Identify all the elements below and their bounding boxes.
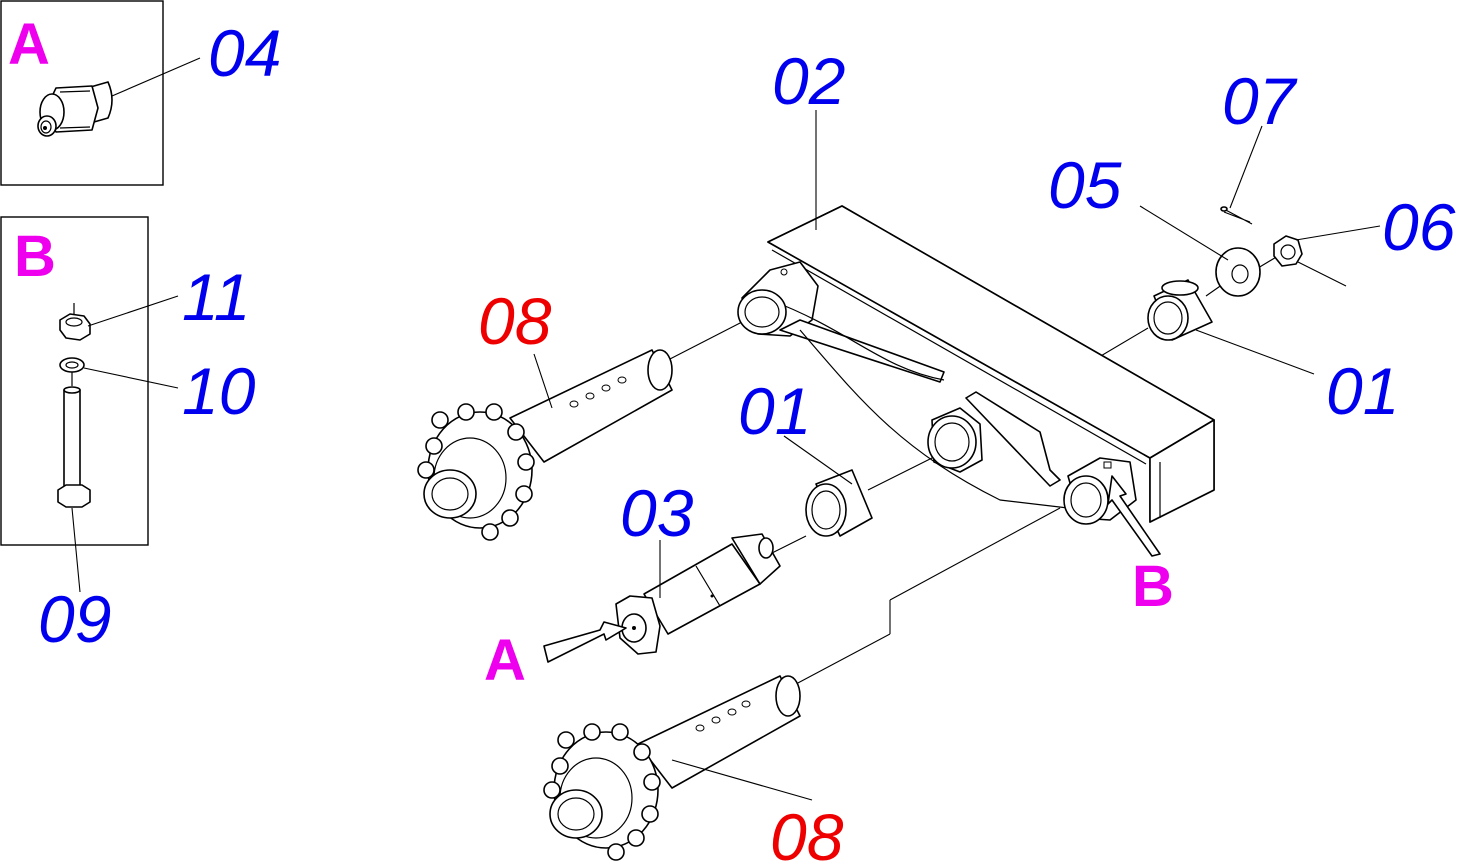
- view-label-b: B: [1132, 554, 1174, 619]
- beam-part-02: [737, 110, 1215, 525]
- part-number-01-center: 01: [738, 374, 811, 448]
- part-number-07: 07: [1222, 64, 1298, 138]
- part-number-08-upper: 08: [478, 284, 552, 358]
- part-number-11: 11: [182, 260, 251, 334]
- spindle-part-03: [615, 533, 781, 655]
- assembly-lines: [667, 255, 1347, 685]
- part-number-03: 03: [620, 476, 694, 550]
- part-number-02: 02: [772, 44, 845, 118]
- view-arrow-b: [1107, 475, 1161, 557]
- detail-box-a: A 04: [0, 0, 281, 186]
- detail-letter-a: A: [8, 12, 50, 77]
- cotter-pin-part-07: [1220, 125, 1263, 225]
- part-number-04: 04: [208, 16, 281, 90]
- view-arrow-a: [543, 621, 627, 663]
- part-number-06: 06: [1382, 190, 1456, 264]
- part-number-01-right: 01: [1326, 354, 1399, 428]
- castle-nut-part-06: [1273, 225, 1381, 267]
- grease-nipple-part-04: [37, 81, 113, 137]
- hub-part-08-upper: [417, 349, 673, 541]
- nut-part-11: [59, 313, 91, 341]
- part-number-08-lower: 08: [770, 800, 844, 865]
- bushing-part-01-right: [1147, 279, 1315, 375]
- part-number-09: 09: [38, 582, 111, 656]
- part-number-10: 10: [182, 354, 256, 428]
- hub-part-08-lower: [543, 675, 813, 861]
- detail-box-b: B 11 10 09: [0, 216, 256, 656]
- washer-part-05: [1139, 205, 1261, 297]
- detail-letter-b: B: [14, 224, 56, 289]
- part-number-05: 05: [1048, 148, 1122, 222]
- view-label-a: A: [484, 628, 526, 693]
- bolt-part-09: [57, 386, 91, 508]
- bushing-part-01-center: [783, 435, 873, 537]
- washer-part-10: [59, 357, 85, 373]
